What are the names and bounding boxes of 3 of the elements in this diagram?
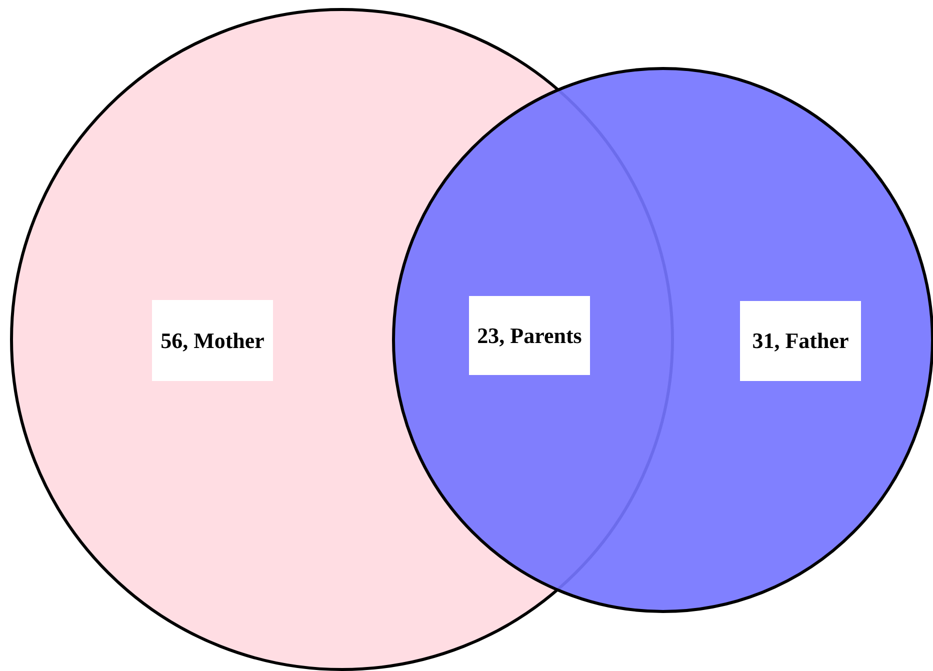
count-label: 23, Parents (469, 296, 590, 375)
count-label: 31, Father (740, 301, 861, 381)
count-label: 56, Mother (152, 300, 273, 381)
